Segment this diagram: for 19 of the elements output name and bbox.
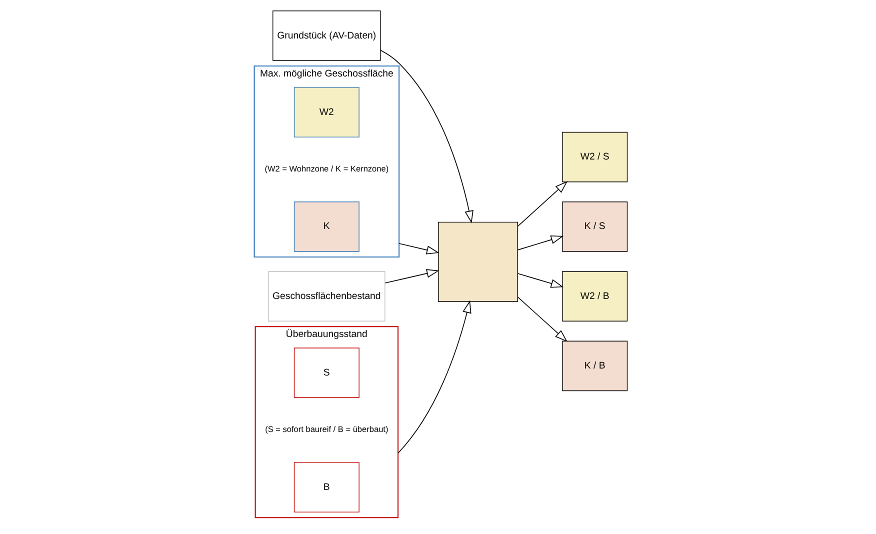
node-box: S — [294, 348, 360, 398]
node-box: W2 / S — [562, 132, 628, 182]
node-box: B — [294, 462, 360, 512]
arrow — [517, 181, 568, 227]
node-box: K / B — [562, 340, 628, 392]
arrow — [517, 296, 568, 342]
node-box: Grundstück (AV-Daten) — [272, 10, 381, 61]
node-box: Geschossflächenbestand — [268, 271, 386, 322]
arrow — [517, 273, 564, 288]
node-box: W2 — [294, 87, 360, 138]
node-box: K / S — [562, 202, 628, 252]
arrow — [380, 50, 474, 224]
node-box: K — [294, 202, 360, 252]
node-box: W2 / B — [562, 271, 628, 322]
arrow — [517, 235, 564, 250]
node-box — [438, 222, 518, 302]
arrow — [384, 269, 440, 284]
arrow — [398, 300, 472, 454]
arrow — [398, 243, 440, 254]
